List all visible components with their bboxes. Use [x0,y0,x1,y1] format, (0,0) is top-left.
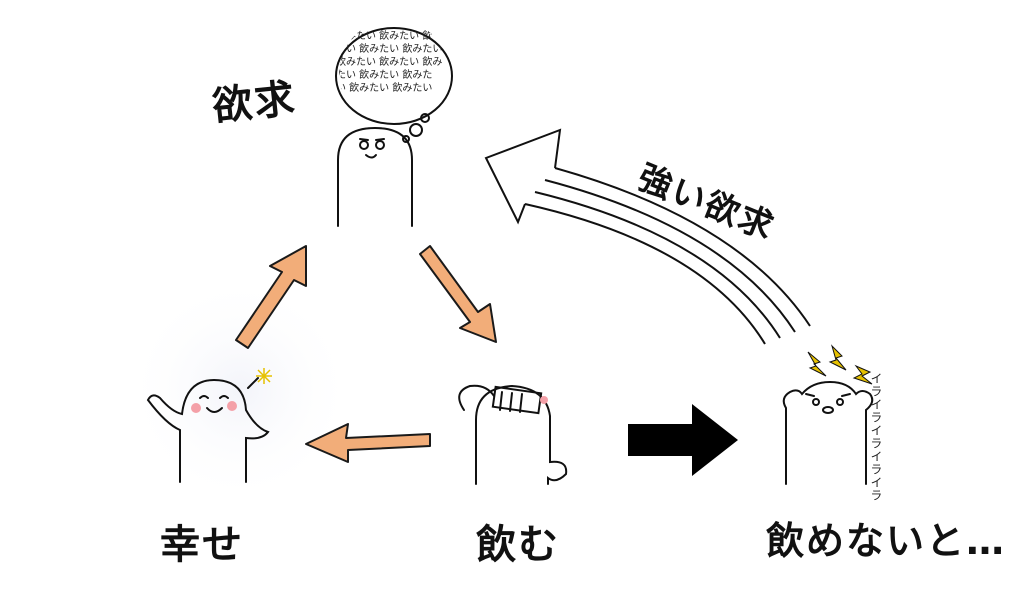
lightning-icon [807,344,873,385]
label-happy: 幸せ [160,522,244,568]
happy-blush-right [227,401,237,411]
irritated-character [782,380,874,485]
thought-bubble-text: 飲みたい 飲みたい 飲 たい 飲みたい 飲みたい 飲みたい 飲みたい 飲み たい… [336,30,449,120]
thought-line: い 飲みたい 飲みたい [336,83,433,94]
label-desire: 欲求 [210,75,299,131]
desire-character [337,126,413,227]
thought-bubble [335,27,453,143]
label-irritation: イライライライライラ [869,372,883,502]
sparkle-icon [256,368,272,384]
thought-line: たい 飲みたい 飲みたい [336,44,443,55]
arrow-happy-to-desire [235,245,307,349]
thought-line: 飲みたい 飲みたい 飲み [336,57,443,68]
thought-line: 飲みたい 飲みたい 飲 [336,31,433,42]
arrow-desire-to-drink [419,245,497,343]
arrow-drink-to-happy [305,423,431,463]
label-cant-drink: 飲めないと… [766,519,1007,563]
black-arrow [628,404,738,476]
label-drink: 飲む [476,522,560,568]
happy-blush-left [191,403,201,413]
drinking-character [458,384,568,485]
strong-desire-arrow [484,128,811,345]
drink-blush [540,396,548,404]
happy-character [146,377,270,483]
thought-line: たい 飲みたい 飲みた [336,70,433,81]
